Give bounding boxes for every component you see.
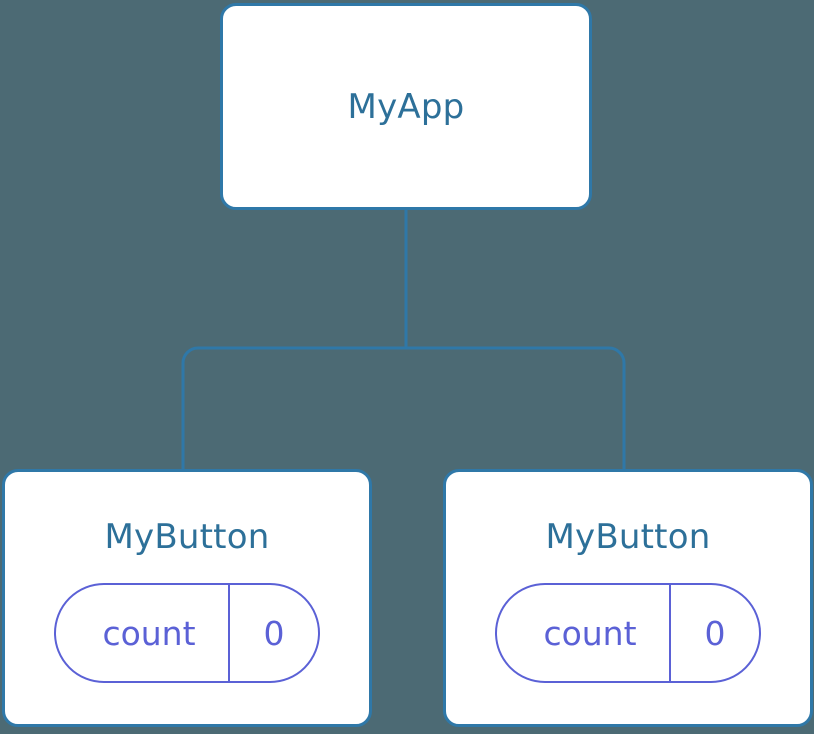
node-myapp-title: MyApp <box>347 86 465 127</box>
state-key-label-1: count <box>543 613 637 653</box>
node-myapp[interactable]: MyApp <box>220 3 592 210</box>
node-mybutton-1-title: MyButton <box>545 517 711 557</box>
state-value-label-0: 0 <box>228 585 318 681</box>
node-mybutton-1[interactable]: MyButton count 0 <box>443 469 813 727</box>
state-pill-count-1[interactable]: count 0 <box>495 583 761 683</box>
state-key-label-0: count <box>102 613 196 653</box>
node-mybutton-0[interactable]: MyButton count 0 <box>2 469 372 727</box>
state-value-label-1: 0 <box>669 585 759 681</box>
state-pill-count-0[interactable]: count 0 <box>54 583 320 683</box>
edge-to-mybutton-1 <box>406 346 626 470</box>
node-mybutton-0-title: MyButton <box>104 517 270 557</box>
edge-to-mybutton-0 <box>181 346 406 470</box>
